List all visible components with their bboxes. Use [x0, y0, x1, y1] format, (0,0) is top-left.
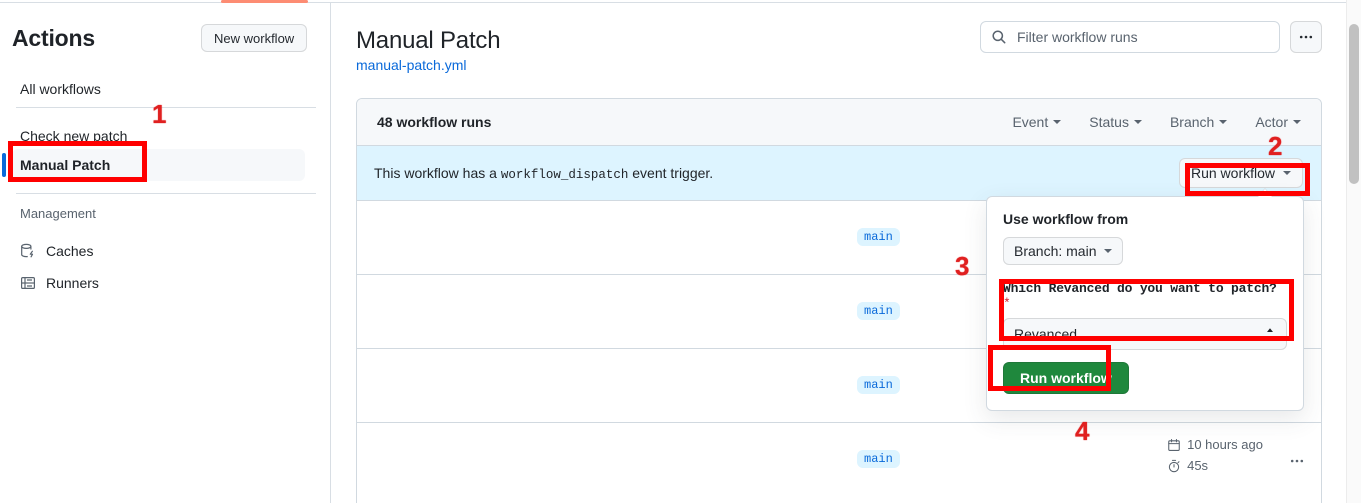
row-date: 10 hours ago — [1167, 437, 1263, 452]
branch-badge[interactable]: main — [857, 450, 900, 468]
sidebar-item-caches[interactable]: Caches — [12, 235, 305, 267]
sidebar-item-check-new-patch[interactable]: Check new patch — [12, 120, 305, 152]
dispatch-text-before: This workflow has a — [374, 164, 497, 181]
search-filter-wrapper[interactable] — [980, 21, 1280, 53]
sidebar-border — [330, 3, 331, 503]
page-scrollbar-thumb[interactable] — [1349, 24, 1359, 184]
select-updown-icon — [1264, 327, 1276, 341]
sidebar-item-all-workflows[interactable]: All workflows — [12, 73, 305, 105]
filter-status[interactable]: Status — [1089, 114, 1142, 130]
sidebar-item-label: Runners — [46, 275, 99, 291]
required-marker: * — [1003, 296, 1011, 311]
filter-actor[interactable]: Actor — [1255, 114, 1301, 130]
dispatch-text-after: event trigger. — [632, 164, 714, 181]
stopwatch-icon — [1167, 459, 1181, 473]
workflow-input-section: Which Revanced do you want to patch? * R… — [987, 277, 1303, 350]
duration-text: 45s — [1187, 458, 1209, 473]
date-text: 10 hours ago — [1187, 437, 1263, 452]
run-workflow-button-label: Run workflow — [1190, 165, 1275, 181]
filter-label: Status — [1089, 114, 1129, 130]
branch-select-label: Branch: main — [1014, 243, 1097, 259]
row-duration: 45s — [1167, 458, 1263, 473]
page-title-actions: Actions — [12, 25, 95, 51]
row-more-options-button[interactable] — [1289, 453, 1305, 474]
filter-label: Branch — [1169, 114, 1215, 130]
table-row[interactable]: main 10 hours ago — [357, 423, 1321, 497]
sidebar-item-label: Caches — [46, 243, 94, 259]
chevron-down-icon — [1219, 120, 1228, 124]
search-icon — [991, 29, 1007, 45]
run-workflow-dropdown-button[interactable]: Run workflow — [1178, 158, 1303, 188]
chevron-down-icon — [1293, 120, 1301, 124]
workflow-runs-header: 48 workflow runs Event Status Branch — [357, 99, 1321, 146]
calendar-icon — [1167, 438, 1181, 452]
submit-section: Run workflow — [987, 350, 1303, 410]
branch-badge[interactable]: main — [857, 302, 900, 320]
branch-select-button[interactable]: Branch: main — [1003, 237, 1124, 265]
use-workflow-from-section: Use workflow from Branch: main — [987, 197, 1303, 277]
sidebar-divider — [16, 107, 316, 108]
filter-branch[interactable]: Branch — [1169, 114, 1228, 130]
run-workflow-submit-button[interactable]: Run workflow — [1003, 362, 1129, 394]
sidebar-item-label: Check new patch — [20, 128, 128, 144]
revanced-select[interactable]: Revanced — [1003, 318, 1287, 350]
use-workflow-from-label: Use workflow from — [1003, 211, 1129, 227]
sidebar: Actions New workflow All workflows Check… — [0, 3, 330, 503]
active-tab-underline — [221, 0, 308, 3]
workflow-title: Manual Patch — [356, 27, 501, 54]
dispatch-event-code: workflow_dispatch — [500, 167, 629, 182]
input-label-text: Which Revanced do you want to patch? — [1003, 281, 1277, 296]
dispatch-banner-text: This workflow has a workflow_dispatch ev… — [374, 165, 713, 182]
workflow-runs-count: 48 workflow runs — [377, 114, 492, 130]
top-strip-border — [0, 2, 1361, 3]
top-tab-strip — [0, 0, 1361, 3]
sidebar-item-manual-patch[interactable]: Manual Patch — [2, 149, 305, 181]
chevron-down-icon — [1104, 249, 1113, 253]
input-field-label: Which Revanced do you want to patch? * — [1003, 281, 1287, 311]
filter-label: Actor — [1255, 114, 1288, 130]
kebab-horizontal-icon — [1290, 459, 1304, 463]
sidebar-item-label: All workflows — [20, 81, 101, 97]
server-icon — [20, 275, 36, 291]
branch-badge[interactable]: main — [857, 228, 900, 246]
kebab-horizontal-icon — [1299, 35, 1313, 39]
branch-badge[interactable]: main — [857, 376, 900, 394]
chevron-down-icon — [1283, 171, 1291, 175]
chevron-down-icon — [1053, 120, 1062, 124]
chevron-down-icon — [1133, 120, 1142, 124]
cache-icon — [20, 243, 36, 259]
sidebar-item-label: Manual Patch — [20, 157, 111, 173]
runs-filter-group: Event Status Branch Actor — [1012, 114, 1301, 130]
sidebar-section-management: Management — [20, 206, 96, 221]
select-value: Revanced — [1014, 326, 1078, 342]
workflow-dispatch-banner: This workflow has a workflow_dispatch ev… — [357, 146, 1321, 201]
sidebar-divider — [16, 193, 316, 194]
filter-event[interactable]: Event — [1012, 114, 1062, 130]
filter-label: Event — [1012, 114, 1049, 130]
new-workflow-button[interactable]: New workflow — [201, 24, 308, 52]
search-input[interactable] — [1015, 28, 1265, 46]
workflow-file-link[interactable]: manual-patch.yml — [356, 57, 467, 73]
run-workflow-panel: Use workflow from Branch: main Which Rev… — [986, 188, 1304, 411]
row-meta: 10 hours ago 45s — [1167, 437, 1263, 473]
more-options-button[interactable] — [1290, 21, 1322, 53]
sidebar-item-runners[interactable]: Runners — [12, 267, 305, 299]
